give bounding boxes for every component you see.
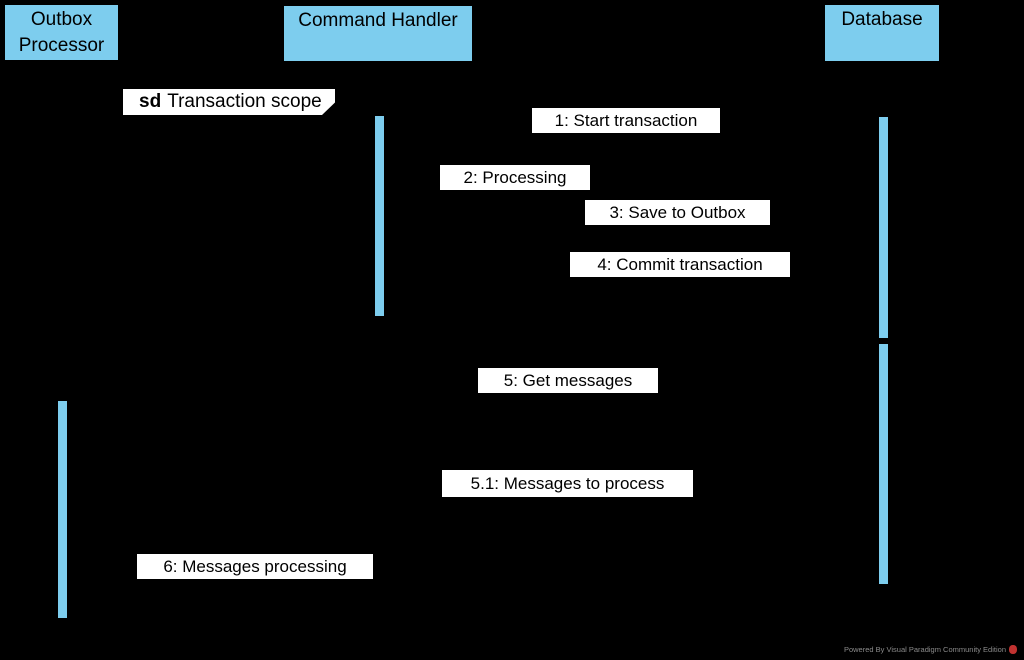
lifeline-command-handler (379, 62, 380, 630)
message-label-5-1: 5.1: Messages to process (442, 470, 693, 497)
fragment-keyword: sd (139, 91, 162, 112)
participant-label: Database (841, 9, 923, 30)
watermark-text: Powered By Visual Paradigm Community Edi… (843, 645, 1006, 654)
message-arrow-2-self (385, 196, 430, 197)
participant-label: Command Handler (298, 10, 458, 31)
fragment-frame (123, 89, 960, 334)
visual-paradigm-logo-icon (1009, 645, 1017, 654)
participant-label: Outbox Processor (18, 9, 105, 56)
activation-bar-database-2 (878, 343, 889, 585)
message-label-2: 2: Processing (440, 165, 590, 190)
activation-bar-outbox-processor (57, 400, 68, 619)
message-label-6: 6: Messages processing (137, 554, 373, 579)
participant-database: Database (824, 4, 940, 62)
message-arrow-3 (385, 231, 878, 232)
message-arrow-1 (385, 138, 878, 139)
message-arrow-5 (68, 400, 878, 401)
message-label-5: 5: Get messages (478, 368, 658, 393)
message-label-4: 4: Commit transaction (570, 252, 790, 277)
activation-bar-command-handler (374, 115, 385, 317)
watermark: Powered By Visual Paradigm Community Edi… (844, 645, 1017, 654)
message-arrow-5-1-return (68, 502, 878, 503)
participant-command-handler: Command Handler (283, 5, 473, 62)
activation-bar-database-1 (878, 116, 889, 339)
fragment-name: Transaction scope (167, 91, 322, 112)
message-label-1: 1: Start transaction (532, 108, 720, 133)
message-label-3: 3: Save to Outbox (585, 200, 770, 225)
participant-outbox-processor: Outbox Processor (4, 4, 119, 61)
message-arrow-6-self (68, 585, 110, 586)
message-arrow-4 (385, 283, 878, 284)
lifeline-outbox-processor (62, 62, 63, 630)
